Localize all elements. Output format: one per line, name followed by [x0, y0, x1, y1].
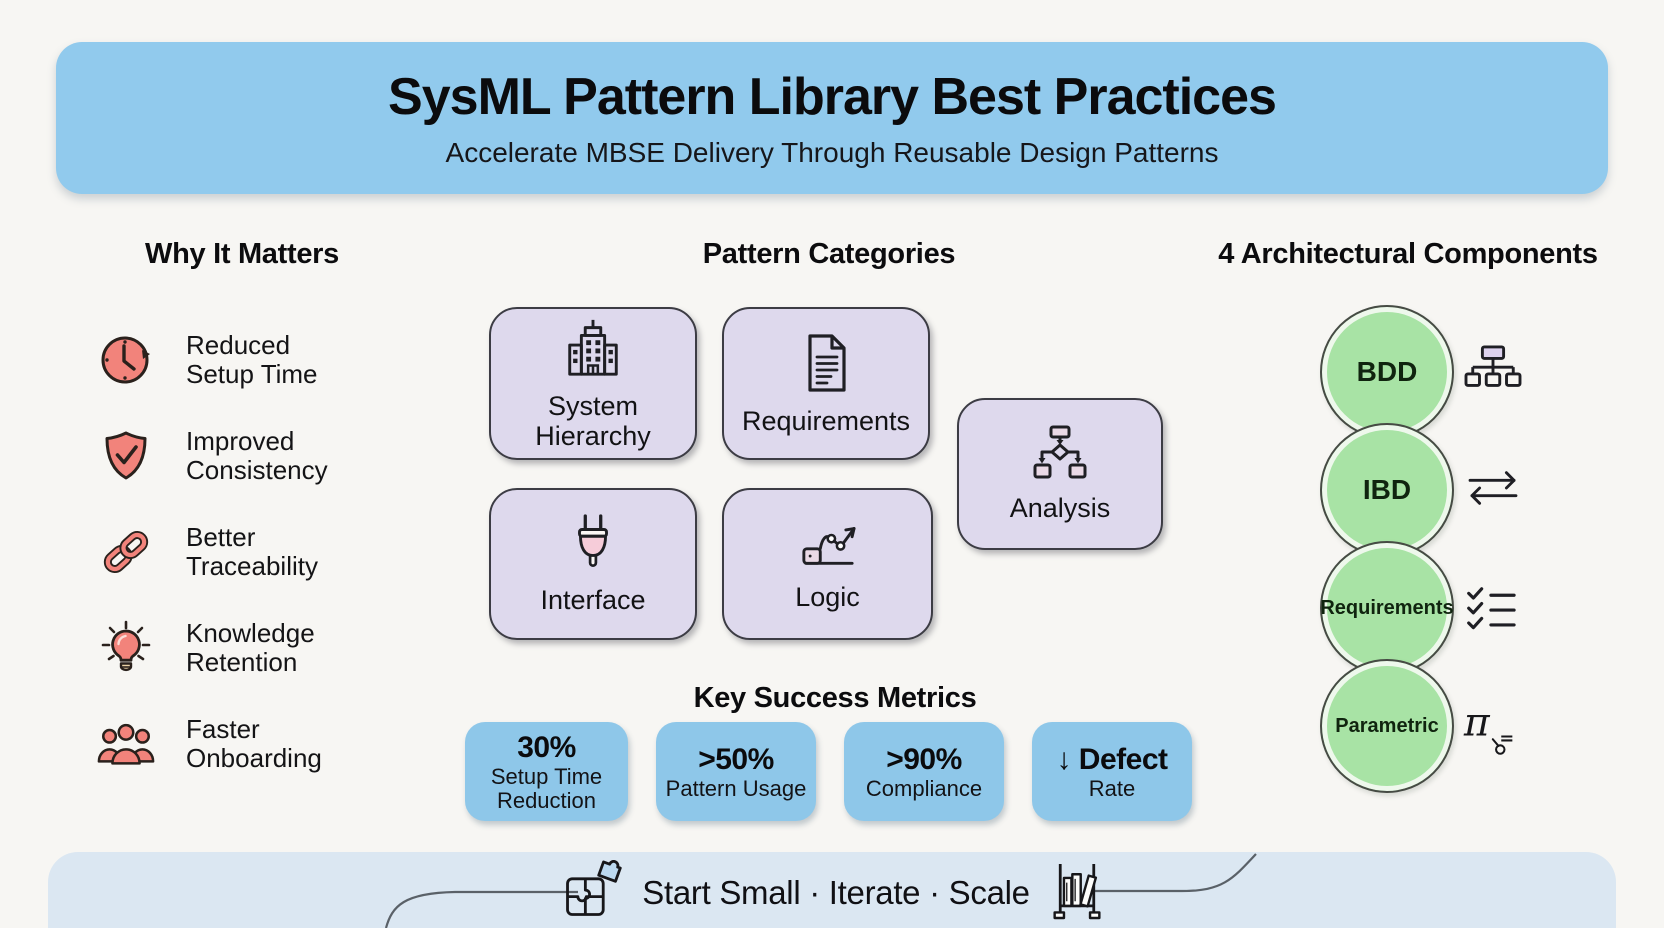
header-banner: SysML Pattern Library Best Practices Acc…: [56, 42, 1608, 194]
category-card-system-hierarchy: System Hierarchy: [489, 307, 697, 460]
category-card-label: Requirements: [741, 405, 911, 436]
exchange-arrows-icon: [1462, 466, 1524, 510]
metric-value: >50%: [698, 742, 774, 776]
list-item-label: Faster Onboarding: [186, 713, 322, 773]
building-icon: [560, 316, 626, 385]
checklist-icon: [1462, 586, 1518, 636]
list-item: Improved Consistency: [96, 408, 344, 504]
page-subtitle: Accelerate MBSE Delivery Through Reusabl…: [445, 137, 1219, 168]
component-label: IBD: [1362, 474, 1412, 505]
component-circle-ibd: IBD: [1320, 423, 1454, 557]
svg-text:=: =: [1499, 729, 1514, 749]
footer-tagline: Start Small · Iterate · Scale: [642, 874, 1030, 911]
list-item: Reduced Setup Time: [96, 312, 344, 408]
list-item-label: Improved Consistency: [186, 425, 328, 485]
architectural-components-stack: BDD IBD Requirements Parametric: [1320, 305, 1454, 793]
category-card-logic: Logic: [722, 488, 933, 640]
people-icon: [96, 714, 156, 774]
list-item-label: Knowledge Retention: [186, 617, 315, 677]
page-title: SysML Pattern Library Best Practices: [388, 68, 1277, 126]
architectural-components-heading: 4 Architectural Components: [1218, 238, 1598, 270]
clock-icon: [96, 330, 156, 390]
svg-text:π: π: [1463, 701, 1491, 746]
plug-icon: [566, 512, 620, 579]
category-card-label: Interface: [540, 585, 646, 616]
flowchart-icon: [1028, 424, 1092, 487]
category-card-interface: Interface: [489, 488, 697, 640]
component-label: BDD: [1356, 356, 1418, 387]
metric-value: ↓ Defect: [1056, 742, 1168, 776]
list-item: Better Traceability: [96, 504, 344, 600]
pi-formula-icon: π =: [1462, 700, 1518, 758]
category-card-analysis: Analysis: [957, 398, 1163, 550]
hierarchy-diagram-icon: [1462, 344, 1524, 398]
metric-card: 30% Setup Time Reduction: [465, 722, 628, 821]
metric-label: Setup Time Reduction: [490, 763, 603, 813]
category-card-label: Logic: [795, 582, 860, 613]
why-it-matters-list: Reduced Setup Time Improved Consistency: [96, 312, 344, 792]
category-card-label: Analysis: [1009, 493, 1111, 524]
list-item-label: Reduced Setup Time: [186, 329, 318, 389]
why-it-matters-heading: Why It Matters: [145, 238, 339, 270]
footer-content: Start Small · Iterate · Scale: [0, 859, 1664, 927]
metric-label: Rate: [1088, 775, 1136, 801]
puzzle-icon: [560, 859, 622, 927]
list-item: Knowledge Retention: [96, 600, 344, 696]
trend-chart-icon: [796, 515, 860, 576]
document-icon: [798, 331, 854, 400]
lightbulb-icon: [96, 618, 156, 678]
metric-card: ↓ Defect Rate: [1032, 722, 1192, 821]
component-circle-bdd: BDD: [1320, 305, 1454, 439]
category-card-label: System Hierarchy: [535, 390, 651, 451]
component-circle-requirements: Requirements: [1320, 541, 1454, 675]
key-success-metrics-heading: Key Success Metrics: [693, 682, 977, 714]
shield-check-icon: [96, 426, 156, 486]
pattern-categories-heading: Pattern Categories: [702, 238, 956, 270]
metric-label: Pattern Usage: [665, 775, 807, 801]
component-label: Parametric: [1335, 714, 1439, 737]
bookshelf-icon: [1050, 860, 1104, 927]
category-card-requirements: Requirements: [722, 307, 930, 460]
metric-card: >90% Compliance: [844, 722, 1004, 821]
metric-value: >90%: [886, 742, 962, 776]
component-label: Requirements: [1320, 596, 1454, 619]
metric-value: 30%: [517, 730, 576, 764]
metric-label: Compliance: [865, 775, 983, 801]
metric-card: >50% Pattern Usage: [656, 722, 816, 821]
list-item: Faster Onboarding: [96, 696, 344, 792]
component-circle-parametric: Parametric: [1320, 659, 1454, 793]
list-item-label: Better Traceability: [186, 521, 318, 581]
footer-banner: [48, 852, 1616, 928]
chain-link-icon: [96, 522, 156, 582]
